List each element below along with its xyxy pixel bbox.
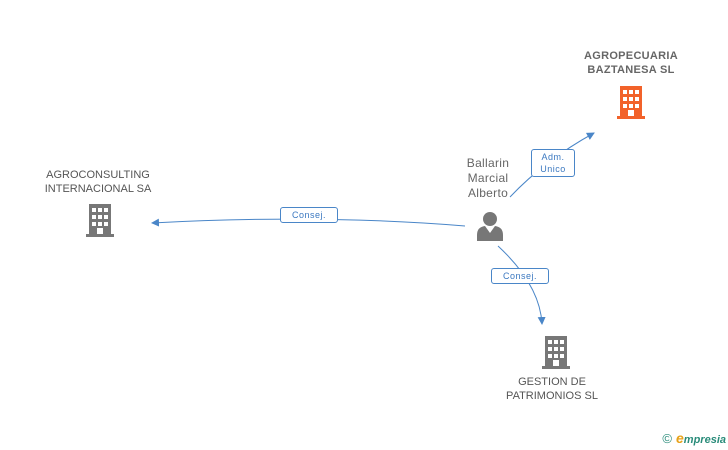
- empresia-logo: empresia: [676, 430, 726, 446]
- footer-brand: © empresia: [662, 430, 726, 446]
- edge-label-adm-unico: Adm. Unico: [531, 149, 575, 177]
- company-label-gestion[interactable]: GESTION DE PATRIMONIOS SL: [506, 376, 598, 402]
- edge-label-consej-agroconsulting: Consej.: [280, 207, 338, 223]
- person-label[interactable]: Ballarin Marcial Alberto: [466, 156, 510, 200]
- building-icon-gestion[interactable]: [540, 335, 572, 369]
- person-icon[interactable]: [476, 211, 504, 241]
- edge-to-gestion: [497, 245, 546, 325]
- company-label-agroconsulting[interactable]: AGROCONSULTING INTERNACIONAL SA: [44, 169, 152, 195]
- edge-label-consej-gestion: Consej.: [491, 268, 549, 284]
- building-icon-agroconsulting[interactable]: [84, 203, 116, 237]
- copyright-icon: ©: [662, 430, 672, 446]
- company-label-agropecuaria[interactable]: AGROPECUARIA BAZTANESA SL: [583, 50, 679, 76]
- building-icon-agropecuaria[interactable]: [615, 85, 647, 119]
